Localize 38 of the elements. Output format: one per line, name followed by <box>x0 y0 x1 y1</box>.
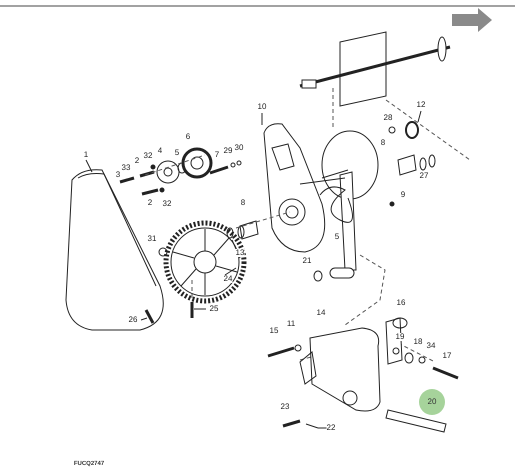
callout-number: 12 <box>416 101 426 109</box>
callout-number: 5 <box>174 149 180 157</box>
callout-number: 5 <box>334 233 340 241</box>
callout-number: 33 <box>122 164 130 172</box>
callout-number: 27 <box>420 172 428 180</box>
callout-number: 1 <box>84 151 88 159</box>
callout-number: 9 <box>400 191 406 199</box>
callout-number: 30 <box>234 144 244 152</box>
callout-number: 8 <box>240 199 246 207</box>
callout-number: 31 <box>148 235 156 243</box>
callout-number: 2 <box>148 199 152 207</box>
callout-number: 19 <box>396 333 404 341</box>
callout-number: 25 <box>210 305 218 313</box>
callout-number: 15 <box>270 327 278 335</box>
callout-number: 28 <box>384 114 392 122</box>
callout-number: 13 <box>236 249 244 257</box>
callout-number: 23 <box>280 403 290 411</box>
callout-number: 3 <box>116 171 120 179</box>
callout-number: 11 <box>286 320 296 328</box>
callout-number: 6 <box>186 133 190 141</box>
callout-number: 10 <box>258 103 266 111</box>
callout-number: 2 <box>134 157 140 165</box>
callout-number: 32 <box>162 200 172 208</box>
callout-number: 8 <box>380 139 386 147</box>
callout-number: 7 <box>214 151 220 159</box>
callout-number: 34 <box>426 342 436 350</box>
callout-number: 16 <box>396 299 406 307</box>
callout-number: 18 <box>414 338 422 346</box>
callout-number: 32 <box>144 152 152 160</box>
callout-number: 26 <box>128 316 138 324</box>
callout-number: 24 <box>224 275 232 283</box>
callout-number: 29 <box>224 147 232 155</box>
callout-number: 4 <box>158 147 162 155</box>
callout-number: 17 <box>442 352 452 360</box>
callout-number: 22 <box>326 424 336 432</box>
callout-number: 14 <box>316 309 326 317</box>
callout-number: 20 <box>419 389 445 415</box>
callout-number: 21 <box>302 257 312 265</box>
